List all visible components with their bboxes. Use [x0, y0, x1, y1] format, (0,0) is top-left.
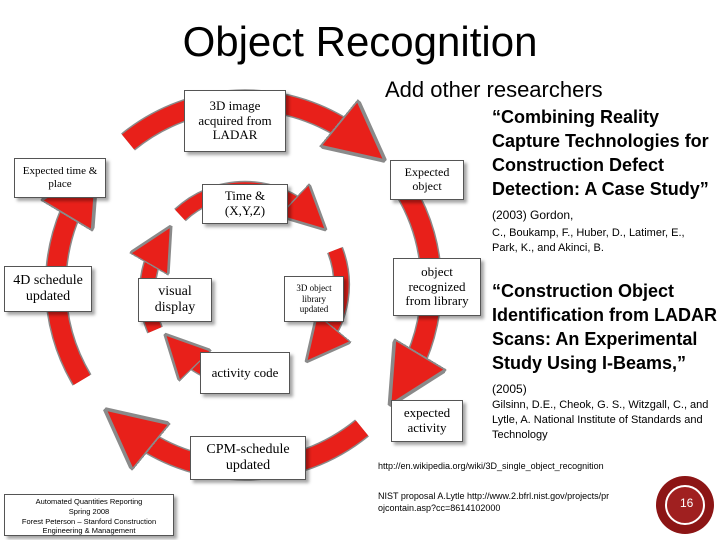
box-time-xyz: Time & (X,Y,Z)	[202, 184, 288, 224]
box-visual-display: visual display	[138, 278, 212, 322]
reference-2-authors: Gilsinn, D.E., Cheok, G. S., Witzgall, C…	[492, 399, 709, 441]
wiki-link[interactable]: http://en.wikipedia.org/wiki/3D_single_o…	[378, 461, 604, 471]
reference-1-title: “Combining Reality Capture Technologies …	[492, 107, 709, 222]
nist-link[interactable]: NIST proposal A.Lytle http://www.2.bfrl.…	[378, 491, 610, 514]
reference-1-year: (2003) Gordon,	[492, 207, 574, 222]
box-activity-code: activity code	[200, 352, 290, 394]
footer-box: Automated Quantities Reporting Spring 20…	[4, 494, 174, 536]
reference-2-year: (2005)	[492, 381, 527, 396]
box-3d-image: 3D image acquired from LADAR	[184, 90, 286, 152]
university-seal-icon	[656, 476, 714, 534]
footer-line-1: Automated Quantities Reporting	[35, 497, 143, 506]
box-expected-object: Expected object	[390, 160, 464, 200]
box-object-recognized: object recognized from library	[393, 258, 481, 316]
footer-line-4: Engineering & Management	[42, 526, 136, 536]
footer-line-2: Spring 2008	[68, 506, 110, 516]
slide-number: 16	[680, 496, 694, 510]
page-title: Object Recognition	[182, 18, 538, 65]
box-expected-activity: expected activity	[391, 400, 463, 442]
box-4d-schedule: 4D schedule updated	[4, 266, 92, 312]
footer-line-3: Forest Peterson – Stanford Construction	[21, 516, 157, 526]
reference-2-title: “Construction Object Identification from…	[492, 281, 717, 396]
subheading: Add other researchers	[385, 77, 603, 102]
box-3d-library: 3D object library updated	[284, 276, 344, 322]
box-cpm-schedule: CPM-schedule updated	[190, 436, 306, 480]
reference-1-authors: C., Boukamp, F., Huber, D., Latimer, E.,…	[492, 227, 685, 254]
box-expected-time: Expected time & place	[14, 158, 106, 198]
